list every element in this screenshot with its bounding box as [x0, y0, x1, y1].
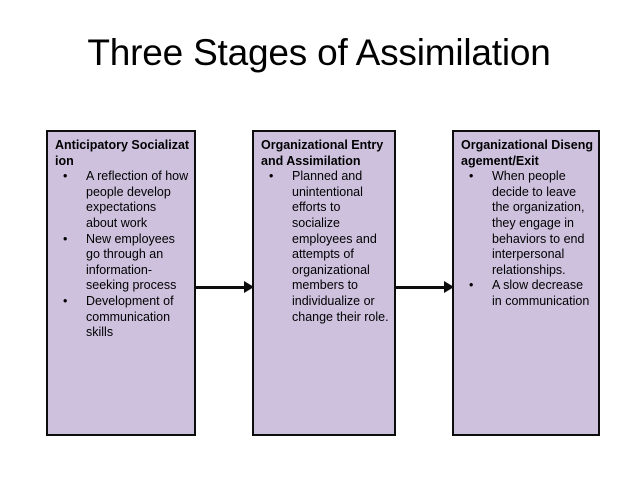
bullet-icon: • [63, 169, 68, 184]
list-item-text: A slow decrease in communication [492, 278, 590, 308]
list-item: • When people decide to leave the organi… [461, 169, 594, 278]
list-item-text: When people decide to leave the organiza… [492, 169, 585, 277]
bullet-icon: • [269, 169, 274, 184]
arrow-stage2-to-stage3-icon [396, 281, 454, 294]
stage-bullet-list: • Planned and unintentional efforts to s… [261, 169, 390, 325]
stage-box-anticipatory-socialization: Anticipatory Socialization • A reflectio… [46, 130, 196, 436]
page-title: Three Stages of Assimilation [87, 32, 551, 73]
list-item: • Planned and unintentional efforts to s… [261, 169, 390, 325]
stage-box-content: Organizational Entry and Assimilation • … [254, 132, 394, 325]
arrow-stage1-to-stage2-icon [196, 281, 254, 294]
bullet-icon: • [63, 293, 68, 308]
stage-bullet-list: • A reflection of how people develop exp… [55, 169, 190, 341]
list-item: • A reflection of how people develop exp… [55, 169, 190, 231]
bullet-icon: • [469, 169, 474, 184]
bullet-icon: • [63, 231, 68, 246]
stage-box-organizational-disengagement-exit: Organizational Disengagement/Exit • When… [452, 130, 600, 436]
stage-box-content: Anticipatory Socialization • A reflectio… [48, 132, 194, 341]
stage-box-content: Organizational Disengagement/Exit • When… [454, 132, 598, 310]
stage-box-organizational-entry-and-assimilation: Organizational Entry and Assimilation • … [252, 130, 396, 436]
list-item: • Development of communication skills [55, 294, 190, 341]
stage-heading: Organizational Disengagement/Exit [461, 138, 593, 168]
stage-bullet-list: • When people decide to leave the organi… [461, 169, 594, 309]
arrow-shaft [396, 286, 445, 289]
list-item: • New employees go through an informatio… [55, 232, 190, 294]
list-item-text: Planned and unintentional efforts to soc… [292, 169, 389, 324]
stage-heading: Organizational Entry and Assimilation [261, 138, 384, 168]
bullet-icon: • [469, 278, 474, 293]
arrow-shaft [196, 286, 245, 289]
list-item-text: New employees go through an information-… [86, 231, 177, 293]
list-item-text: Development of communication skills [86, 293, 174, 340]
list-item-text: A reflection of how people develop expec… [86, 169, 189, 230]
list-item: • A slow decrease in communication [461, 278, 594, 309]
arrow-head [444, 281, 454, 293]
stage-heading: Anticipatory Socialization [55, 138, 190, 168]
arrow-head [244, 281, 254, 293]
